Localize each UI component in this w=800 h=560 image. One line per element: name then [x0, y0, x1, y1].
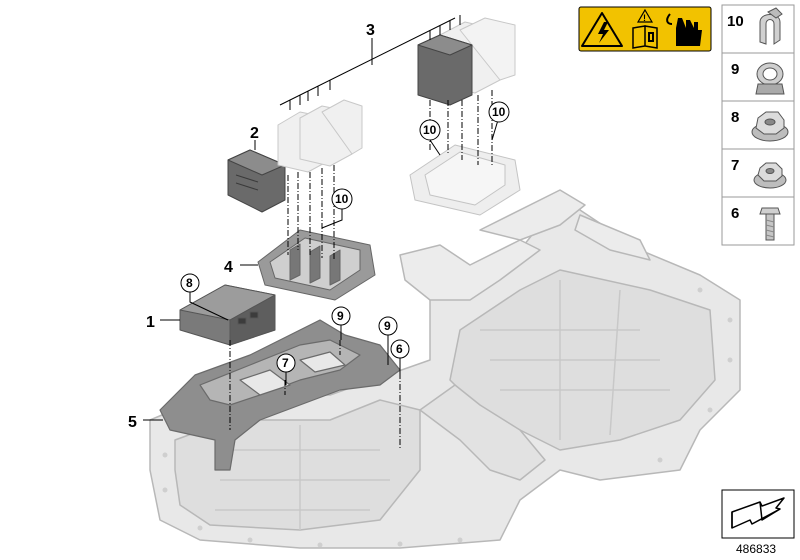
control-unit-small — [227, 149, 286, 213]
callout-7: 7 — [282, 356, 289, 370]
flange-nut-icon — [751, 111, 789, 142]
control-module — [179, 284, 276, 346]
callout-circle-9a: 9 — [331, 306, 351, 326]
leader-lines — [143, 119, 499, 421]
hardware-legend: 10 9 8 7 6 — [721, 4, 795, 246]
carrier-bracket — [159, 319, 401, 471]
callout-8: 8 — [186, 276, 193, 290]
insulated-gloves-icon — [666, 13, 702, 46]
callout-circle-10c: 10 — [488, 101, 510, 123]
callout-4: 4 — [224, 259, 233, 276]
bolt-icon — [759, 207, 781, 241]
clamp-icon — [755, 62, 785, 95]
page-turn-arrow-icon — [721, 489, 795, 539]
legend-label-7: 7 — [731, 157, 739, 174]
callout-3: 3 — [366, 22, 375, 39]
warning-panel: ! — [578, 6, 712, 52]
legend-label-6: 6 — [731, 205, 739, 222]
callout-circle-6: 6 — [390, 339, 410, 359]
reference-number: 486833 — [736, 542, 776, 556]
read-manual-icon: ! — [632, 8, 658, 49]
svg-text:!: ! — [643, 13, 646, 23]
callout-1: 1 — [146, 314, 155, 331]
callout-circle-10a: 10 — [331, 188, 353, 210]
callout-6: 6 — [396, 342, 403, 356]
high-voltage-warning-icon — [581, 12, 623, 47]
callout-5: 5 — [128, 414, 137, 431]
hex-nut-icon — [753, 162, 787, 189]
callout-9a: 9 — [337, 309, 344, 323]
legend-label-8: 8 — [731, 109, 739, 126]
cell-modules-ghost — [277, 99, 363, 173]
callout-circle-9b: 9 — [378, 316, 398, 336]
cell-carrier-upper — [409, 144, 521, 216]
callout-circle-7: 7 — [276, 353, 296, 373]
callout-10a: 10 — [335, 192, 349, 206]
legend-label-9: 9 — [731, 61, 739, 78]
cell-modules-upper — [417, 17, 516, 106]
callout-3-bracket — [279, 15, 461, 110]
callout-2: 2 — [250, 125, 259, 142]
callout-circle-8: 8 — [180, 273, 200, 293]
legend-label-10: 10 — [727, 13, 744, 30]
battery-housing — [149, 189, 741, 549]
cell-carrier — [257, 229, 376, 301]
clip-icon — [759, 7, 783, 45]
callout-circle-10b: 10 — [419, 119, 441, 141]
callout-10b: 10 — [423, 123, 437, 137]
callout-10c: 10 — [492, 105, 506, 119]
callout-9b: 9 — [384, 319, 391, 333]
assembly-lines — [229, 90, 493, 450]
